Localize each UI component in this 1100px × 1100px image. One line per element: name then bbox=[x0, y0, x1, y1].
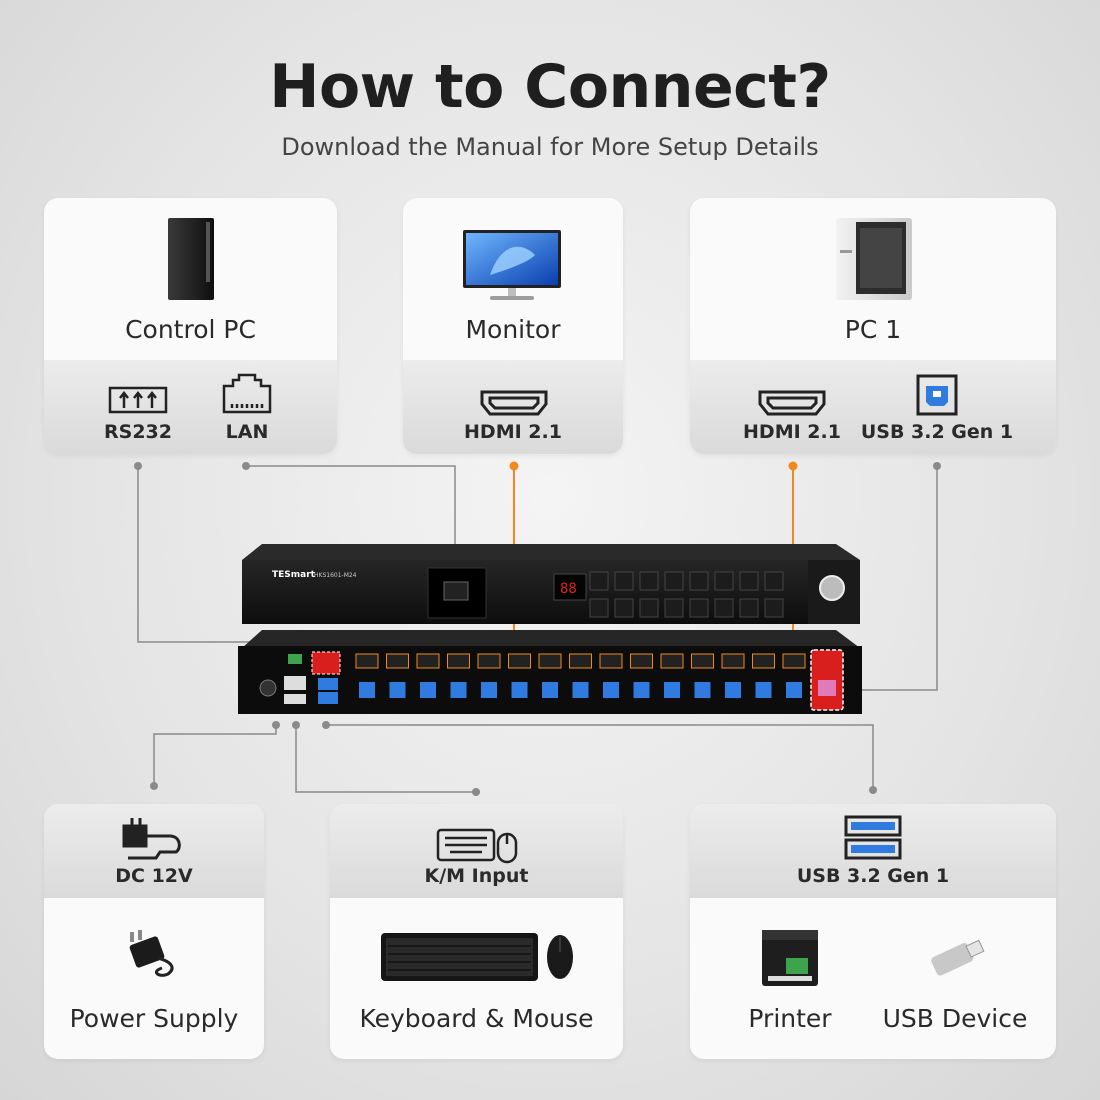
rear-hdmi-port bbox=[630, 653, 653, 669]
highlight-pc1-ports bbox=[810, 649, 844, 711]
card-pc1 bbox=[690, 198, 1056, 454]
rear-usb-port bbox=[511, 682, 528, 698]
kvm-front-button bbox=[764, 598, 784, 618]
keyboard-mouse-label: Keyboard & Mouse bbox=[359, 1004, 594, 1033]
kvm-front-button bbox=[764, 571, 784, 591]
rear-hdmi-port bbox=[691, 653, 714, 669]
rear-hdmi-port bbox=[355, 653, 379, 669]
pc1-hdmi-label: HDMI 2.1 bbox=[743, 421, 841, 443]
kvm-brand-front: TESmart bbox=[272, 570, 316, 580]
rear-usb-port bbox=[786, 682, 802, 698]
power-supply-label: Power Supply bbox=[69, 1004, 239, 1033]
lan-label: LAN bbox=[225, 421, 269, 443]
kvm-front-button bbox=[739, 571, 759, 591]
printer-icon bbox=[762, 930, 818, 986]
pc1-usb-label: USB 3.2 Gen 1 bbox=[860, 421, 1014, 443]
pc1-usb-b-icon bbox=[916, 374, 958, 416]
kvm-front-button bbox=[589, 571, 609, 591]
rear-usb-port bbox=[694, 682, 711, 698]
card-dc bbox=[44, 804, 264, 1059]
kvm-front-button bbox=[714, 571, 734, 591]
lan-icon bbox=[222, 373, 272, 414]
rear-hdmi-port bbox=[538, 653, 562, 669]
km-port-label: K/M Input bbox=[424, 865, 529, 887]
rear-usb-port bbox=[725, 682, 741, 698]
keyboard-mouse-icon bbox=[436, 828, 518, 864]
monitor-label: Monitor bbox=[465, 315, 561, 344]
rear-usb-port bbox=[420, 682, 436, 698]
kvm-front-button bbox=[589, 598, 609, 618]
kvm-front-button bbox=[614, 571, 634, 591]
kvm-front-button bbox=[639, 598, 659, 618]
rear-usb-port bbox=[359, 682, 375, 698]
rear-usb-port bbox=[572, 682, 589, 698]
rear-usb-port bbox=[603, 682, 619, 698]
rs232-icon bbox=[108, 386, 168, 414]
rear-hdmi-port bbox=[477, 653, 501, 669]
mouse-icon bbox=[547, 935, 573, 979]
rear-hdmi-port bbox=[599, 653, 623, 669]
kvm-front-button bbox=[714, 598, 734, 618]
highlight-monitor-hdmi bbox=[311, 651, 341, 675]
control-pc-label: Control PC bbox=[125, 315, 256, 344]
rear-usb-port bbox=[664, 682, 680, 698]
pc1-hdmi-icon bbox=[758, 390, 826, 416]
monitor-hdmi-icon bbox=[480, 390, 548, 416]
rear-hdmi-port bbox=[752, 653, 775, 669]
usb-port-label: USB 3.2 Gen 1 bbox=[796, 865, 950, 887]
rear-hdmi-port bbox=[386, 653, 409, 669]
dc-adapter-icon bbox=[122, 818, 181, 860]
rear-hdmi-port bbox=[416, 653, 440, 669]
control-pc-tower-icon bbox=[168, 218, 214, 300]
kvm-model-front: HKS1601-M24 bbox=[314, 572, 357, 579]
kvm-front-button bbox=[639, 571, 659, 591]
rear-usb-port bbox=[450, 682, 467, 698]
rear-usb-port bbox=[755, 682, 772, 698]
usb-stick-icon bbox=[931, 939, 985, 976]
rear-usb-port bbox=[481, 682, 497, 698]
kvm-front-button bbox=[614, 598, 634, 618]
keyboard-icon bbox=[381, 933, 538, 981]
rear-hdmi-port bbox=[508, 653, 531, 669]
rear-hdmi-port bbox=[782, 653, 806, 669]
kvm-front-buttons bbox=[589, 571, 784, 618]
kvm-front-button bbox=[664, 571, 684, 591]
kvm-front-button bbox=[689, 598, 709, 618]
kvm-front-button bbox=[664, 598, 684, 618]
grey-connection-lines bbox=[137, 465, 938, 793]
pc1-tower-icon bbox=[836, 218, 912, 300]
monitor-icon bbox=[463, 230, 561, 300]
rear-usb-port bbox=[389, 682, 406, 698]
kvm-front-button bbox=[739, 598, 759, 618]
dc-port-label: DC 12V bbox=[115, 865, 193, 887]
rear-usb-port bbox=[633, 682, 650, 698]
rear-usb-port bbox=[542, 682, 558, 698]
kvm-rear-ports bbox=[355, 653, 806, 698]
usb-device-label: USB Device bbox=[882, 1004, 1028, 1033]
rear-hdmi-port bbox=[660, 653, 684, 669]
usb-a-icon bbox=[844, 815, 902, 860]
monitor-hdmi-label: HDMI 2.1 bbox=[464, 421, 562, 443]
pc1-label: PC 1 bbox=[844, 315, 902, 344]
kvm-front-button bbox=[689, 571, 709, 591]
rs232-label: RS232 bbox=[104, 421, 172, 443]
rear-hdmi-port bbox=[569, 653, 592, 669]
page-subtitle: Download the Manual for More Setup Detai… bbox=[281, 133, 819, 161]
rear-hdmi-port bbox=[721, 653, 745, 669]
rear-hdmi-port bbox=[447, 653, 470, 669]
page-title: How to Connect? bbox=[269, 52, 831, 122]
printer-label: Printer bbox=[748, 1004, 832, 1033]
power-supply-icon bbox=[129, 930, 174, 977]
kvm-display: 88 bbox=[560, 581, 577, 597]
card-control-pc bbox=[44, 198, 337, 454]
card-km bbox=[330, 804, 623, 1059]
